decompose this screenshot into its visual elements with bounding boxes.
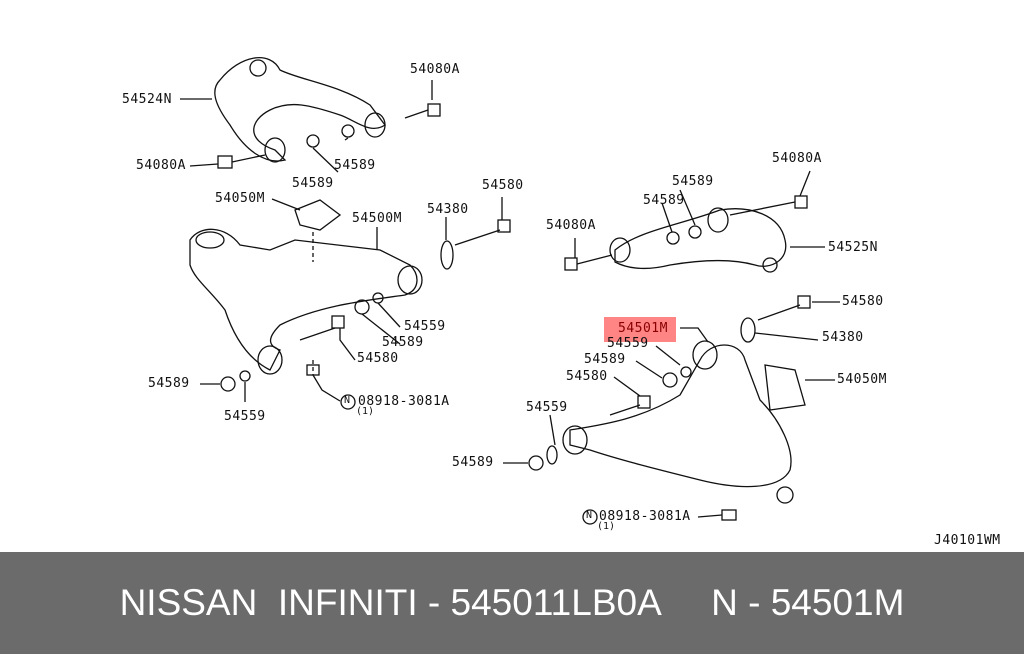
part-label-54580: 54580: [566, 369, 608, 384]
part-label-54559: 54559: [607, 336, 649, 351]
part-label-54050M: 54050M: [215, 191, 265, 206]
nut-symbol: N: [586, 510, 593, 521]
part-label-54580: 54580: [357, 351, 399, 366]
part-label-08918-3081A: 08918-3081A: [358, 394, 450, 409]
part-label-54589: 54589: [452, 455, 494, 470]
part-label-54380: 54380: [427, 202, 469, 217]
part-label-54580: 54580: [842, 294, 884, 309]
part-label-54589: 54589: [584, 352, 626, 367]
parts-diagram: 54524N 54080A 54080A 54589 54589 54050M …: [122, 57, 1001, 548]
part-label-54524N: 54524N: [122, 92, 172, 107]
part-label-54559: 54559: [224, 409, 266, 424]
parts-drawing: [180, 57, 840, 525]
part-label-54589: 54589: [148, 376, 190, 391]
part-label-54589: 54589: [292, 176, 334, 191]
part-label-54050M: 54050M: [837, 372, 887, 387]
part-number-banner: NISSAN INFINITI - 545011LB0A N - 54501M: [0, 552, 1024, 654]
part-label-54380: 54380: [822, 330, 864, 345]
part-label-08918-3081A: 08918-3081A: [599, 509, 691, 524]
part-label-54525N: 54525N: [828, 240, 878, 255]
part-label-54559: 54559: [526, 400, 568, 415]
quantity: (1): [597, 521, 616, 532]
diagram-code: J40101WM: [934, 533, 1001, 548]
part-label-54589: 54589: [643, 193, 685, 208]
part-label-54080A: 54080A: [546, 218, 596, 233]
quantity: (1): [356, 406, 375, 417]
part-label-54589: 54589: [382, 335, 424, 350]
part-label-54559: 54559: [404, 319, 446, 334]
part-label-54589: 54589: [672, 174, 714, 189]
part-label-54080A: 54080A: [410, 62, 460, 77]
part-label-54080A: 54080A: [136, 158, 186, 173]
part-label-54080A: 54080A: [772, 151, 822, 166]
part-label-54501M-highlighted[interactable]: 54501M: [604, 317, 676, 342]
nut-symbol: N: [344, 395, 351, 406]
part-label-54589: 54589: [334, 158, 376, 173]
part-label-54580: 54580: [482, 178, 524, 193]
part-label-54500M: 54500M: [352, 211, 402, 226]
